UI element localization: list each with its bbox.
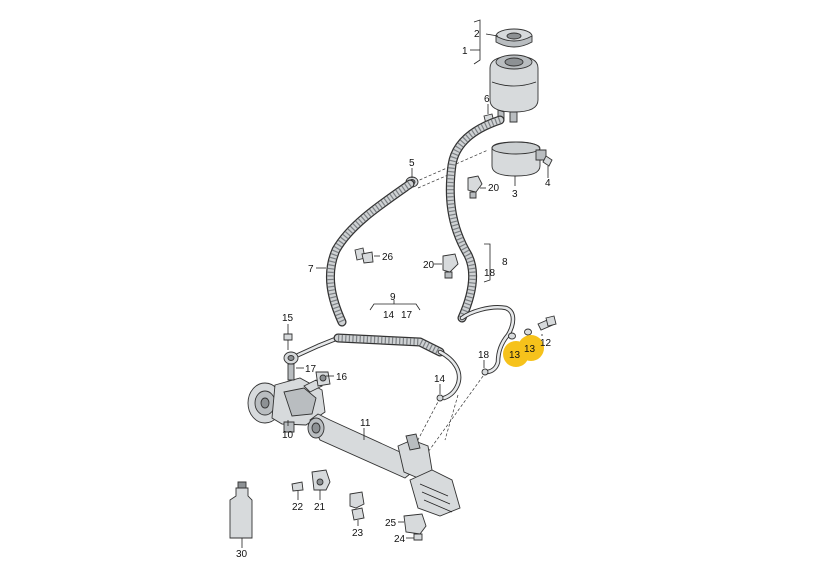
label-25: 25 [385,518,397,529]
label-23: 23 [352,528,364,539]
label-16: 16 [336,372,348,383]
label-7: 7 [308,264,314,275]
label-18-lower: 18 [478,350,490,361]
label-12: 12 [540,338,552,349]
clip-20-upper [467,175,483,199]
bracket-25 [403,513,427,535]
label-4: 4 [545,178,551,189]
union-16 [315,371,331,387]
label-2: 2 [474,29,480,40]
assembly-guide-lines [409,149,489,456]
label-26: 26 [382,252,394,263]
label-21: 21 [314,502,326,513]
label-13-right: 13 [524,344,536,355]
seal-14 [436,394,444,402]
label-17-upper: 17 [401,310,413,321]
clip-26 [354,247,374,264]
steering-rack [307,413,461,517]
label-20-lower: 20 [423,260,435,271]
banjo-bolt-15 [283,333,293,350]
label-15: 15 [282,313,294,324]
label-14-lower: 14 [434,374,446,385]
label-20-upper: 20 [488,183,500,194]
label-3: 3 [512,189,518,200]
label-6: 6 [484,94,490,105]
clip-20-lower [442,253,459,279]
bolt-22 [291,481,304,498]
return-pipe-18 [459,305,516,375]
screw-4 [542,155,553,176]
label-13-left: 13 [509,350,521,361]
label-30: 30 [236,549,248,560]
bolt-24 [413,533,423,541]
label-10: 10 [282,430,294,441]
seal-13-pair [508,328,532,340]
clamp-21 [311,469,331,491]
clip-23 [349,491,365,521]
oil-bottle-30 [229,481,253,539]
part-labels: 2 1 6 5 3 4 20 8 18 20 26 7 9 14 17 15 1… [236,29,552,560]
bolt-12 [537,315,557,331]
label-9: 9 [390,292,396,303]
label-17-lower: 17 [305,364,317,375]
label-24: 24 [394,534,406,545]
leader-lines [241,19,549,548]
reservoir-assembly [489,28,539,123]
power-steering-pump [247,351,326,433]
label-11: 11 [360,418,371,429]
suction-hose-8 [445,115,505,323]
label-22: 22 [292,502,304,513]
label-14-upper: 14 [383,310,395,321]
highlight-13 [503,335,544,367]
label-18-upper: 18 [484,268,496,279]
return-hose-7 [325,179,415,327]
label-5: 5 [409,158,415,169]
label-8: 8 [502,257,508,268]
clamp-band [491,141,547,177]
seal-18 [481,368,489,376]
label-1: 1 [462,46,468,57]
pressure-line-9 [293,333,462,401]
